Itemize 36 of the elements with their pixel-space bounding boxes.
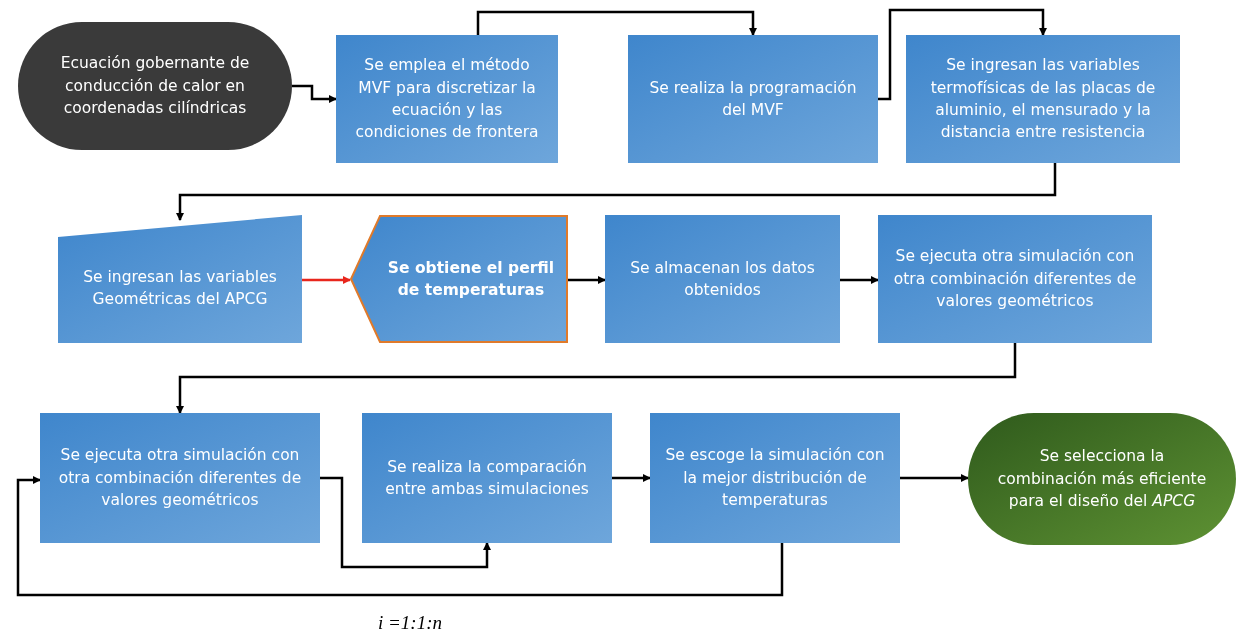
terminal-shape <box>968 413 1236 545</box>
step-text: Se ingresan las variables Geométricas del APCG <box>82 266 278 310</box>
connector-arrow <box>878 8 1047 101</box>
connector-arrow <box>320 476 491 569</box>
step-text: Se selecciona la combinación más eficiente para el diseño del APCG <box>996 446 1208 513</box>
connector-arrow <box>900 474 969 482</box>
process-box <box>605 215 840 343</box>
step-text: Se realiza la comparación entre ambas simulaciones <box>384 456 590 500</box>
step-text: Se escoge la simulación con la mejor distribución de temperaturas <box>664 445 886 512</box>
process-box <box>878 215 1152 343</box>
process-box <box>40 413 320 543</box>
process-box <box>336 35 558 163</box>
connector-arrow <box>568 276 606 284</box>
connector-arrow <box>292 84 337 103</box>
connector-arrow <box>476 10 757 36</box>
connector-arrow <box>840 276 879 284</box>
process-box <box>650 413 900 543</box>
step-text: Ecuación gobernante de conducción de calor en coordenadas cilíndricas <box>59 53 251 120</box>
step-text: Se ejecuta otra simulación con otra combinación diferentes de valores geométricos <box>892 246 1138 313</box>
connector-arrow <box>16 476 784 597</box>
connector-arrow <box>302 276 351 284</box>
process-box <box>350 215 568 343</box>
step-text: Se emplea el método MVF para discretizar la ecuación y las condiciones de frontera <box>354 55 540 144</box>
step-text: Se realiza la programación del MVF <box>648 77 858 121</box>
connector-arrow <box>612 474 651 482</box>
process-box <box>906 35 1180 163</box>
manual-input-box <box>58 215 302 343</box>
step-text: Se obtiene el perfil de temperaturas <box>386 257 556 301</box>
process-box <box>362 413 612 543</box>
connector-arrow <box>176 163 1057 221</box>
step-text: Se ingresan las variables termofísicas de las placas de aluminio, el mensurado y la distancia entre resistencia <box>929 55 1157 144</box>
step-text: Se almacenan los datos obtenidos <box>629 257 816 301</box>
loop-counter-label: i =1:1:n <box>378 612 442 634</box>
connector-arrow <box>176 343 1017 414</box>
step-text: Se ejecuta otra simulación con otra combinación diferentes de valores geométricos <box>57 445 303 512</box>
process-box <box>628 35 878 163</box>
